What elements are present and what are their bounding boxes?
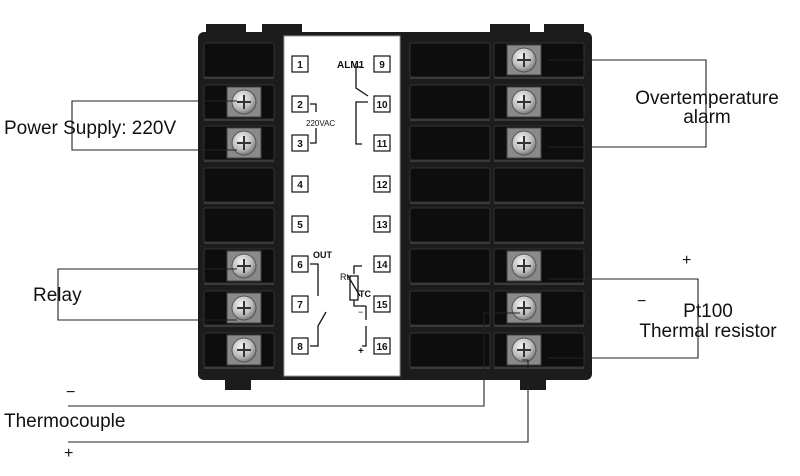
terminal-slot bbox=[409, 332, 491, 368]
right-terminal-screw bbox=[506, 86, 542, 118]
terminal-slot bbox=[409, 42, 491, 78]
alm1-label: ALM1 bbox=[337, 60, 365, 71]
terminal-12-number: 12 bbox=[376, 180, 388, 191]
terminal-10-box bbox=[373, 95, 391, 113]
terminal-6-number: 6 bbox=[297, 260, 303, 271]
left-terminal-screw bbox=[226, 127, 262, 159]
terminal-2-number: 2 bbox=[297, 100, 303, 111]
left-terminal-screw bbox=[226, 250, 262, 282]
left-terminal-screw bbox=[226, 86, 262, 118]
terminal-11-number: 11 bbox=[377, 139, 388, 150]
housing-clip bbox=[206, 24, 246, 38]
terminal-12-box bbox=[373, 175, 391, 193]
terminal-14-number: 14 bbox=[376, 260, 388, 271]
relay-label: Relay bbox=[33, 285, 82, 306]
left-terminal-screw bbox=[226, 292, 262, 324]
rt-label: Rt bbox=[340, 272, 349, 282]
terminal-4-number: 4 bbox=[297, 180, 303, 191]
terminal-slot bbox=[203, 167, 275, 203]
terminal-4-box bbox=[291, 175, 309, 193]
leader-lines bbox=[57, 59, 707, 443]
terminal-13-box bbox=[373, 215, 391, 233]
terminal-slot bbox=[409, 207, 491, 243]
terminal-14-box bbox=[373, 255, 391, 273]
terminal-15-box bbox=[373, 295, 391, 313]
terminal-10-number: 10 bbox=[376, 100, 388, 111]
right-terminal-screw bbox=[506, 127, 542, 159]
right-terminal-screw bbox=[506, 250, 542, 282]
overtemp-label-line1: Overtemperature bbox=[635, 88, 779, 109]
terminal-slot bbox=[409, 167, 491, 203]
housing-clip bbox=[262, 24, 302, 38]
housing-foot bbox=[520, 378, 546, 390]
pt100-label-line1: Pt100 bbox=[683, 301, 733, 322]
right-terminal-screw bbox=[506, 334, 542, 366]
right-terminal-screw bbox=[506, 44, 542, 76]
terminal-screws bbox=[226, 44, 542, 366]
terminal-slot bbox=[203, 207, 275, 243]
tc-minus-label: − bbox=[358, 307, 364, 317]
terminal-slot bbox=[203, 42, 275, 78]
out-label: OUT bbox=[313, 250, 332, 260]
terminal-7-number: 7 bbox=[297, 300, 303, 311]
housing-clip bbox=[490, 24, 530, 38]
left-terminal-screw bbox=[226, 334, 262, 366]
terminal-1-box bbox=[291, 55, 309, 73]
terminal-16-box bbox=[373, 337, 391, 355]
terminal-8-box bbox=[291, 337, 309, 355]
terminal-1-number: 1 bbox=[297, 60, 303, 71]
power-supply-label: Power Supply: 220V bbox=[4, 118, 177, 139]
terminal-16-number: 16 bbox=[376, 342, 388, 353]
housing-foot bbox=[225, 378, 251, 390]
terminal-5-box bbox=[291, 215, 309, 233]
terminal-slot bbox=[409, 84, 491, 120]
terminal-15-number: 15 bbox=[376, 300, 388, 311]
terminal-slot bbox=[493, 167, 585, 203]
thermocouple-plus-sign: + bbox=[64, 445, 74, 462]
pt100-minus-sign: − bbox=[637, 293, 647, 310]
panel-schematic bbox=[310, 66, 369, 347]
terminal-8-number: 8 bbox=[297, 342, 303, 353]
terminal-slot bbox=[409, 290, 491, 326]
pt100-plus-sign: + bbox=[682, 252, 692, 269]
thermocouple-label: Thermocouple bbox=[4, 411, 126, 432]
terminal-9-number: 9 bbox=[379, 60, 385, 71]
housing-clip bbox=[544, 24, 584, 38]
right-terminal-screw bbox=[506, 292, 542, 324]
terminal-7-box bbox=[291, 295, 309, 313]
terminal-3-box bbox=[291, 134, 309, 152]
terminal-slot bbox=[493, 207, 585, 243]
terminal-13-number: 13 bbox=[376, 220, 388, 231]
overtemp-label-line2: alarm bbox=[683, 107, 731, 128]
tc-label: TC bbox=[359, 289, 371, 299]
terminal-5-number: 5 bbox=[297, 220, 303, 231]
tc-plus-label: + bbox=[358, 346, 364, 357]
pt100-label-line2: Thermal resistor bbox=[639, 321, 777, 342]
terminal-6-box bbox=[291, 255, 309, 273]
vac-label: 220VAC bbox=[306, 119, 336, 128]
thermocouple-minus-sign: − bbox=[66, 384, 76, 401]
terminal-slot bbox=[409, 248, 491, 284]
terminal-9-box bbox=[373, 55, 391, 73]
label-panel bbox=[283, 35, 401, 377]
terminal-11-box bbox=[373, 134, 391, 152]
terminal-3-number: 3 bbox=[297, 139, 303, 150]
terminal-slot bbox=[409, 125, 491, 161]
terminal-2-box bbox=[291, 95, 309, 113]
